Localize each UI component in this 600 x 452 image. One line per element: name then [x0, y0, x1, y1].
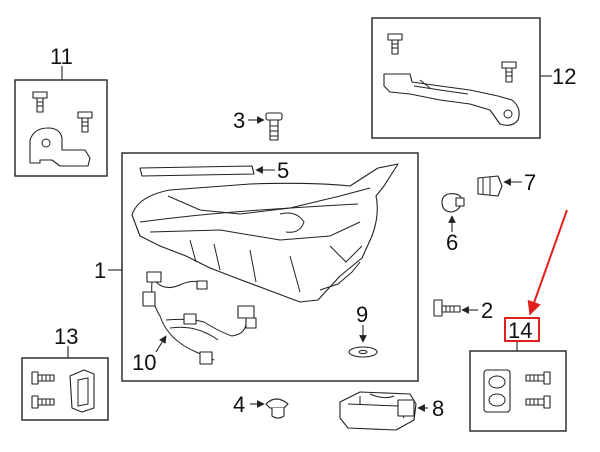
group-11-bracket-set: [14, 66, 108, 177]
callout-1: 1: [94, 258, 106, 283]
group-14-fastener-set: [469, 341, 567, 432]
screw-2-icon: [433, 299, 461, 317]
callout-8: 8: [432, 396, 444, 421]
screw-icon: [77, 111, 93, 133]
group-13-fastener-set: [21, 346, 109, 421]
callout-9: 9: [356, 302, 368, 327]
callout-2: 2: [481, 298, 493, 323]
callout-12: 12: [552, 64, 576, 89]
callout-4: 4: [233, 392, 245, 417]
trim-strip: [139, 165, 255, 177]
callout-6: 6: [446, 230, 458, 255]
bolt-icon: [501, 61, 517, 83]
callout-14: 14: [508, 318, 532, 343]
callout-7: 7: [524, 170, 536, 195]
clip-4-icon: [265, 398, 289, 419]
gasket-ring: [348, 346, 378, 358]
callout-11: 11: [50, 44, 73, 69]
bulb-icon: [441, 193, 465, 213]
headlamp-bracket: [383, 73, 520, 126]
headlamp-housing: [131, 163, 399, 303]
screw-3-icon: [265, 112, 283, 141]
bulb-socket-icon: [477, 175, 503, 197]
bolt-icon: [525, 371, 551, 385]
bolt-icon: [525, 395, 551, 409]
mount-bracket: [29, 127, 91, 167]
bolt-icon: [31, 395, 55, 409]
callout-5: 5: [277, 158, 289, 183]
bolt-icon: [31, 371, 55, 385]
callout-3: 3: [233, 108, 245, 133]
wiring-harness: [142, 271, 257, 365]
group-1-headlamp-assembly: [108, 152, 419, 382]
callout-14-highlight: [504, 317, 540, 342]
highlight-arrow: [527, 209, 568, 316]
callout-10: 10: [132, 350, 156, 375]
mount-plate: [483, 369, 511, 413]
group-12-bracket-set: [371, 17, 552, 139]
bolt-icon: [387, 33, 403, 55]
control-module-icon: [339, 391, 417, 431]
bolt-icon: [32, 91, 48, 113]
callout-13: 13: [54, 324, 78, 349]
